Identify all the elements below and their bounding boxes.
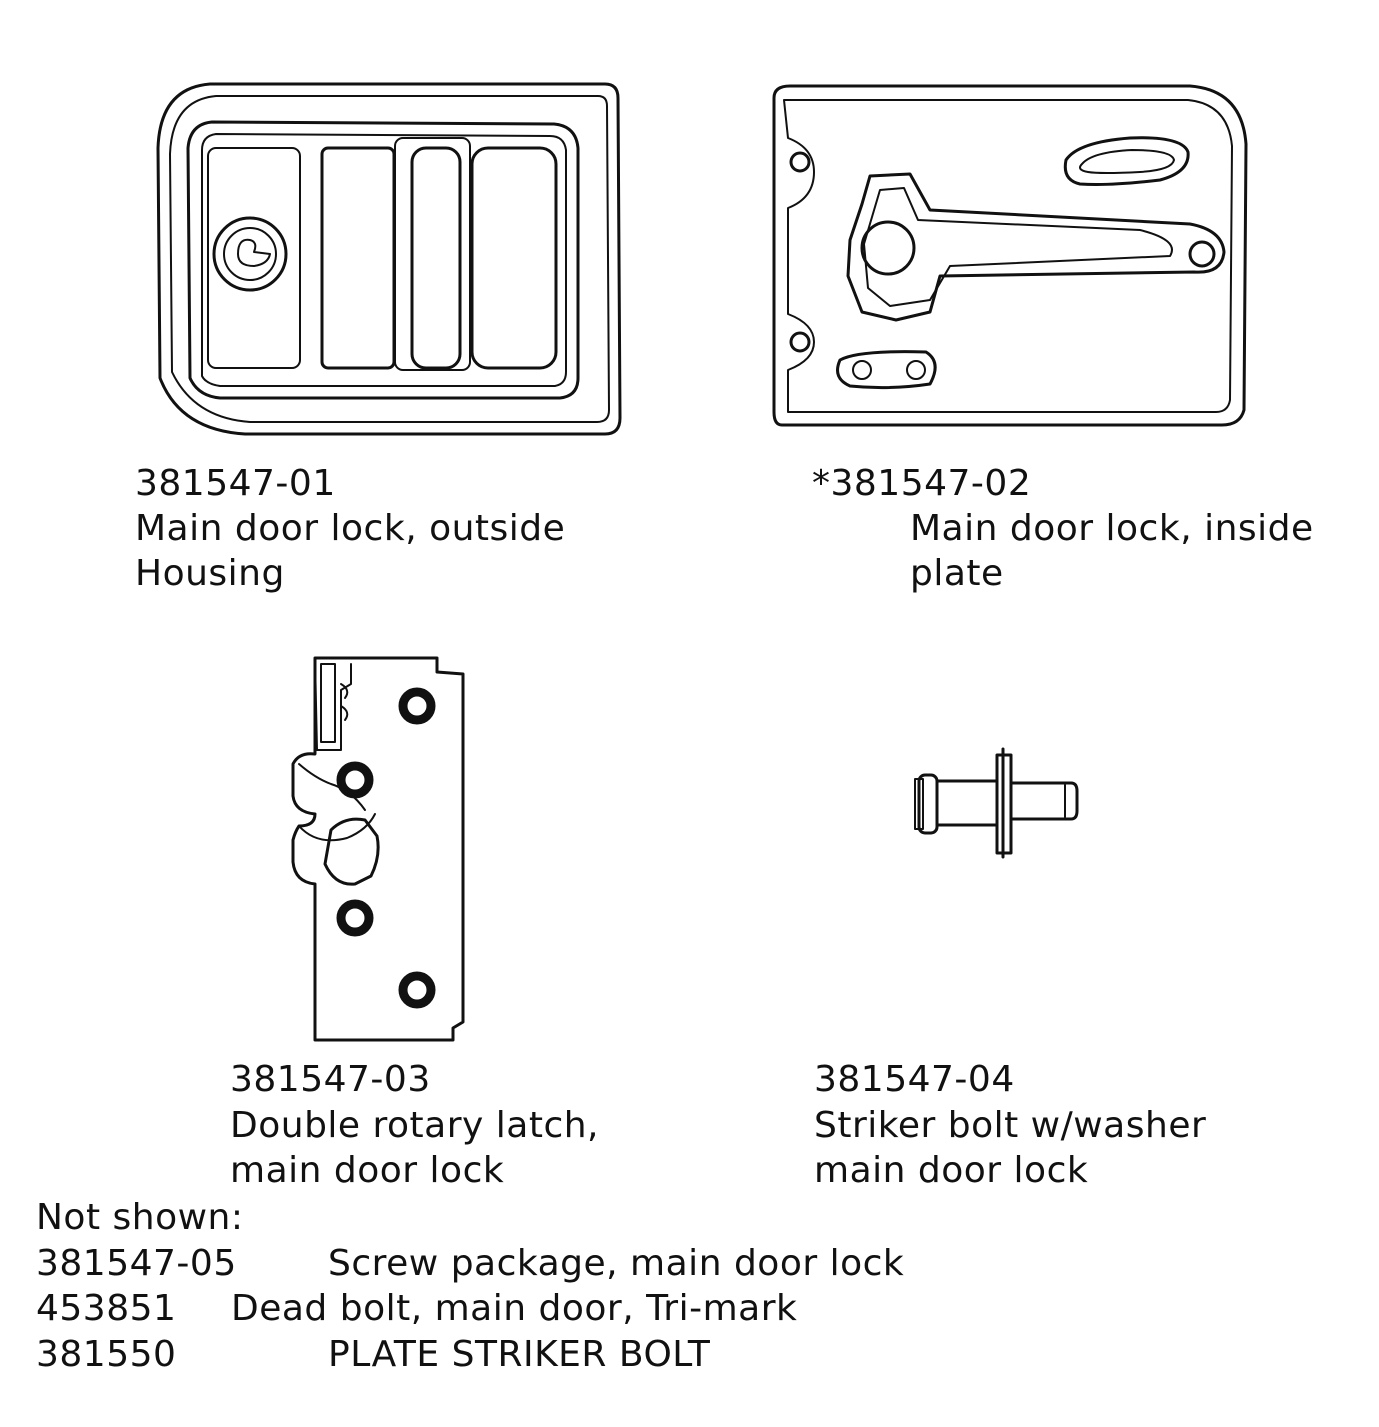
part-description-3-line1: Double rotary latch,: [230, 1105, 599, 1146]
part-number-2: *381547-02: [812, 463, 1032, 504]
part-number-1: 381547-01: [135, 463, 336, 504]
part-description-4-line2: main door lock: [814, 1150, 1089, 1191]
part-number-3: 381547-03: [230, 1059, 431, 1100]
screw-4: [398, 971, 436, 1009]
not-shown-heading: Not shown:: [36, 1197, 244, 1238]
not-shown-number-2: 453851: [36, 1288, 177, 1329]
not-shown-description-1: Screw package, main door lock: [328, 1243, 905, 1284]
part-description-1-line1: Main door lock, outside: [135, 508, 566, 549]
outside-housing-drawing: [156, 82, 622, 436]
screw-1: [398, 687, 436, 725]
part-description-4-line1: Striker bolt w/washer: [814, 1105, 1207, 1146]
part-description-3-line2: main door lock: [230, 1150, 505, 1191]
not-shown-number-1: 381547-05: [36, 1243, 237, 1284]
inside-plate-drawing: [772, 84, 1248, 427]
part-description-2-line1: Main door lock, inside: [910, 508, 1314, 549]
part-number-4: 381547-04: [814, 1059, 1015, 1100]
screw-3: [336, 899, 374, 937]
not-shown-number-3: 381550: [36, 1334, 177, 1375]
part-description-2-line2: plate: [910, 553, 1004, 594]
striker-bolt-drawing: [914, 747, 1079, 859]
part-description-1-line2: Housing: [135, 553, 285, 594]
rotary-latch-drawing: [291, 656, 465, 1042]
not-shown-description-3: PLATE STRIKER BOLT: [328, 1334, 711, 1375]
screw-2: [336, 761, 374, 799]
not-shown-description-2: Dead bolt, main door, Tri-mark: [231, 1288, 798, 1329]
